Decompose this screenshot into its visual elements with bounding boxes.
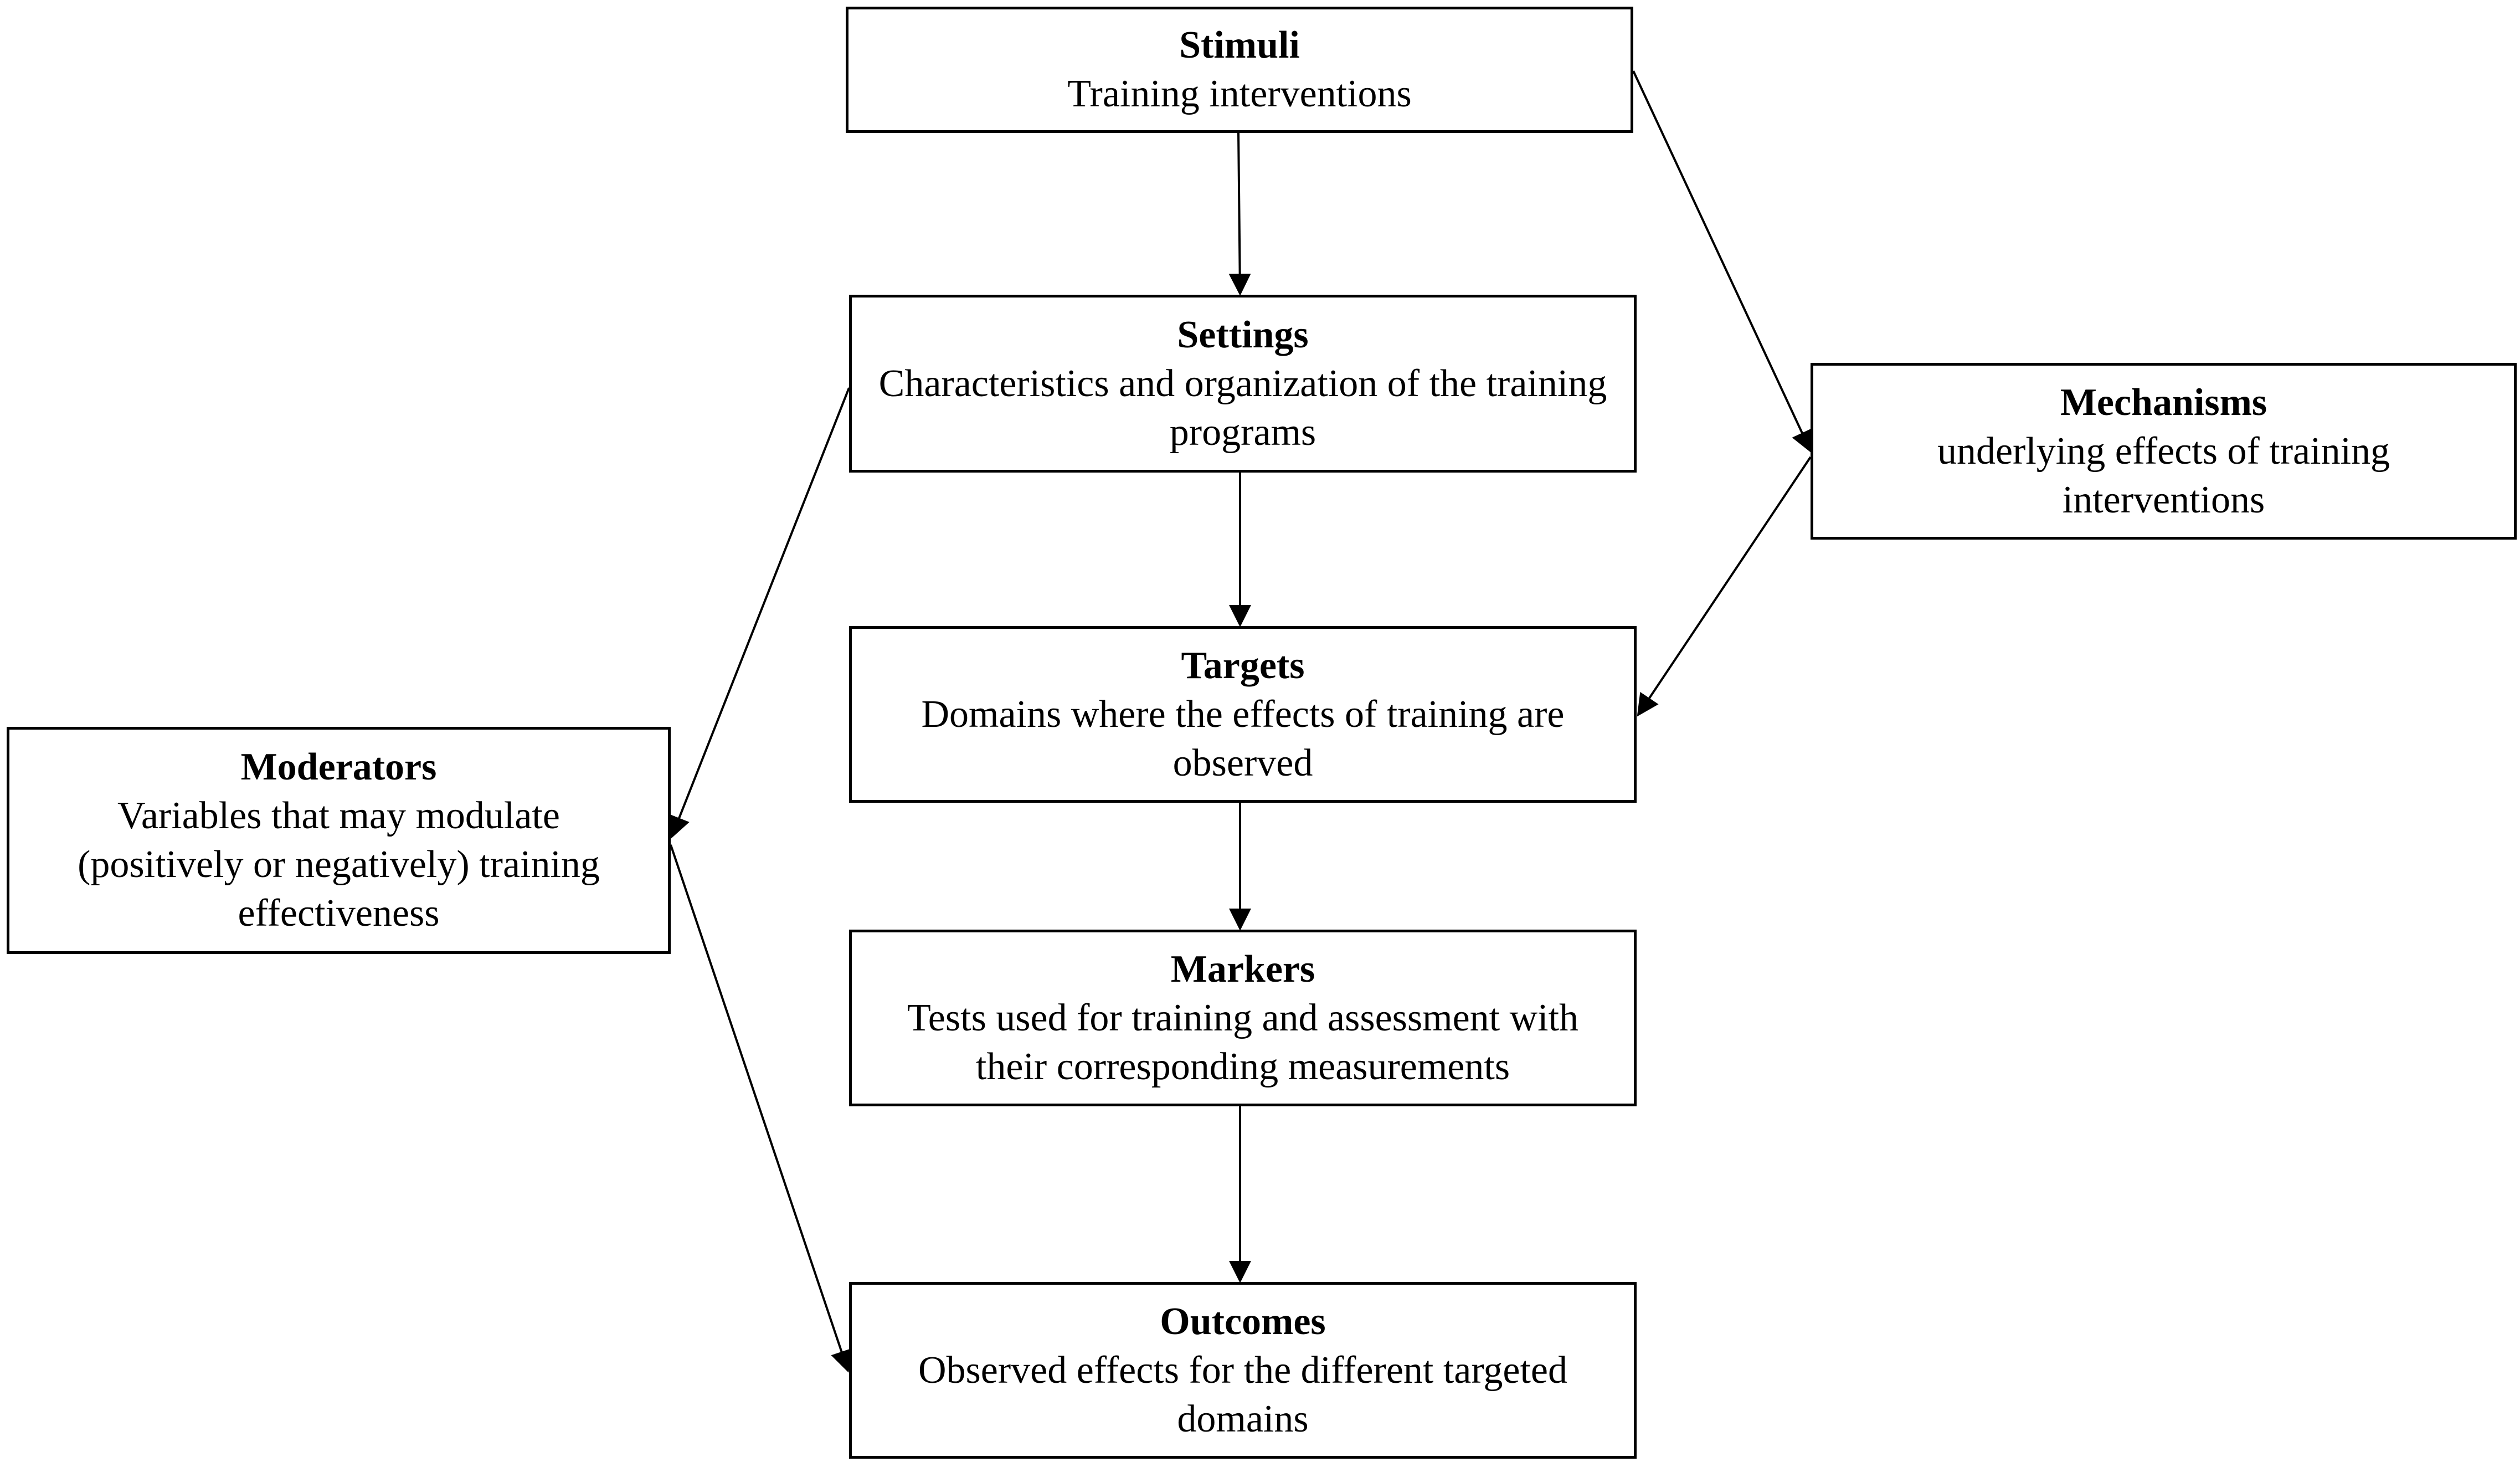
node-mechanisms-desc: underlying effects of training intervent… — [1937, 429, 2390, 521]
node-targets-title: Targets — [1181, 644, 1305, 687]
node-settings: Settings Characteristics and organizatio… — [849, 295, 1637, 473]
node-moderators: Moderators Variables that may modulate (… — [7, 727, 671, 954]
node-stimuli-title: Stimuli — [1179, 24, 1300, 66]
node-targets-desc: Domains where the effects of training ar… — [921, 692, 1565, 784]
node-moderators-title: Moderators — [240, 746, 437, 788]
node-outcomes-title: Outcomes — [1160, 1300, 1326, 1343]
node-moderators-desc: Variables that may modulate (positively … — [78, 794, 600, 935]
node-outcomes-desc: Observed effects for the different targe… — [918, 1348, 1567, 1440]
node-stimuli: Stimuli Training interventions — [846, 7, 1633, 133]
node-settings-desc: Characteristics and organization of the … — [878, 362, 1607, 454]
node-mechanisms: Mechanisms underlying effects of trainin… — [1811, 363, 2517, 540]
edge-stimuli-to-settings — [1228, 132, 1251, 296]
node-targets: Targets Domains where the effects of tra… — [849, 626, 1637, 803]
node-markers-title: Markers — [1170, 947, 1315, 991]
node-markers-desc: Tests used for training and assessment w… — [907, 996, 1579, 1088]
node-outcomes: Outcomes Observed effects for the differ… — [849, 1282, 1637, 1459]
node-settings-title: Settings — [1177, 313, 1309, 356]
edge-settings-to-moderators — [668, 387, 850, 839]
node-markers: Markers Tests used for training and asse… — [849, 930, 1637, 1106]
edge-moderators-to-outcomes — [670, 844, 852, 1373]
edge-mechanisms-to-targets — [1637, 456, 1812, 717]
edge-stimuli-to-mechanisms — [1632, 70, 1812, 453]
node-stimuli-desc: Training interventions — [1067, 73, 1412, 115]
node-mechanisms-title: Mechanisms — [2060, 381, 2267, 424]
